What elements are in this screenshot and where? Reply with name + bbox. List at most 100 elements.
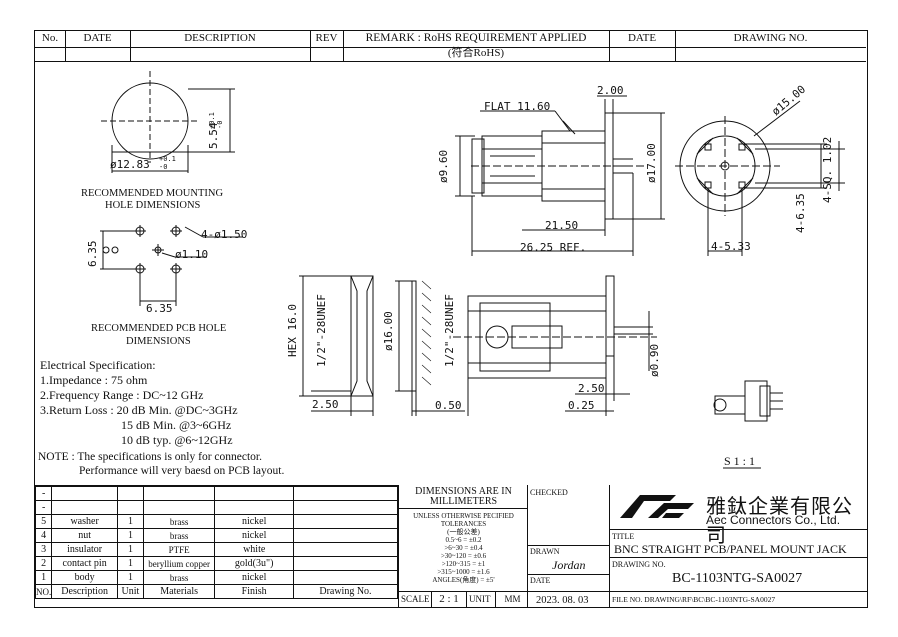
- washer-view: [395, 280, 465, 416]
- bom-finish: [214, 500, 294, 515]
- bom-no: 5: [34, 514, 53, 529]
- connector-front-view: [675, 100, 845, 256]
- dim-pcb-holes: 4-ø1.50: [201, 228, 248, 241]
- dim-len2150: 21.50: [545, 219, 579, 232]
- spec-line: 1.Impedance : 75 ohm: [40, 373, 148, 387]
- bom-no: 3: [34, 542, 53, 557]
- tol-row: 0.5~6 = ±0.2: [445, 536, 482, 544]
- bom-unit: [117, 486, 144, 501]
- dim-thread2: 1/2"-28UNEF: [443, 294, 456, 367]
- dim-w250a: 2.50: [312, 398, 339, 411]
- bom-unit: [117, 500, 144, 515]
- tol-row: >315~1000 = ±1.6: [437, 568, 490, 576]
- scale-row: SCALE 2 : 1 UNIT MM: [399, 591, 528, 608]
- tol-row: >6~30 = ±0.4: [444, 544, 483, 552]
- tolerance-block: DIMENSIONS ARE IN MILLIMETERS UNLESS OTH…: [398, 485, 528, 608]
- dim-d960: ø9.60: [437, 149, 450, 183]
- tol-row: ANGLES(角度) = ±5': [432, 576, 495, 584]
- bom-head-desc: Description: [51, 584, 118, 599]
- bom-head-drawing-no: Drawing No.: [292, 584, 399, 599]
- bom-material: brass: [142, 514, 216, 529]
- thread-hatch: [421, 280, 432, 386]
- scale-note: S 1 : 1: [724, 454, 756, 468]
- dim-thread: 1/2"-28UNEF: [315, 294, 328, 367]
- bom-no: -: [34, 486, 53, 501]
- bom-unit: 1: [117, 514, 144, 529]
- bom-unit: 1: [117, 528, 144, 543]
- bom-finish: white: [214, 542, 294, 557]
- bom-desc: contact pin: [51, 556, 118, 571]
- dim-hole-dia: ø12.83: [110, 158, 150, 171]
- dim-w250b: 2.50: [578, 382, 605, 395]
- dim-flange-t: 2.00: [597, 84, 624, 97]
- bom-drawing-no: [292, 514, 399, 529]
- bom-head-material: Materials: [142, 584, 216, 599]
- bom-head-finish: Finish: [214, 584, 294, 599]
- dim-p533: 4-5.33: [711, 240, 751, 253]
- unit-label: UNIT: [469, 594, 491, 604]
- rev-cell: [675, 47, 866, 62]
- pcb-hole-pattern: [100, 225, 243, 306]
- tol-heading: DIMENSIONS ARE IN: [415, 486, 512, 497]
- connector-side-view: [455, 95, 665, 256]
- bom-row: -: [34, 486, 399, 501]
- spec-line: 3.Return Loss : 20 dB Min. @DC~3GHz: [40, 403, 238, 417]
- bom-no: 1: [34, 570, 53, 585]
- date-value: 2023. 08. 03: [536, 595, 589, 606]
- drawing-number: BC-1103NTG-SA0027: [672, 571, 803, 586]
- dim-pcb-v: 6.35: [86, 240, 99, 268]
- bom-material: brass: [142, 528, 216, 543]
- drawing-title: BNC STRAIGHT PCB/PANEL MOUNT JACK: [614, 542, 847, 556]
- tol-sub: TOLERANCES: [440, 520, 487, 528]
- bom-finish: nickel: [214, 528, 294, 543]
- bom-no: -: [34, 500, 53, 515]
- bom-desc: [51, 500, 118, 515]
- hdr-remark: REMARK : RoHS REQUIREMENT APPLIED: [343, 31, 610, 47]
- bom-drawing-no: [292, 528, 399, 543]
- bom-desc: [51, 486, 118, 501]
- spec-line: 15 dB Min. @3~6GHz: [121, 418, 232, 432]
- mount-caption-1: RECOMMENDED MOUNTING: [81, 188, 224, 199]
- hdr-date2: DATE: [609, 31, 676, 47]
- bom-drawing-no: [292, 500, 399, 515]
- note-line: Performance will very baesd on PCB layou…: [79, 465, 285, 477]
- spec-line: 10 dB typ. @6~12GHz: [121, 433, 233, 447]
- rev-cell: [310, 47, 344, 62]
- bom-drawing-no: [292, 570, 399, 585]
- tol-row: >120~315 = ±1: [441, 560, 486, 568]
- bom-desc: washer: [51, 514, 118, 529]
- dim-hex: HEX 16.0: [286, 304, 299, 357]
- dim-flat: FLAT 11.60: [484, 100, 551, 113]
- bom-finish: [214, 486, 294, 501]
- tol-heading-2: MILLIMETERS: [399, 497, 528, 509]
- tol-sub: (一般公差): [447, 528, 480, 536]
- scale-value: 2 : 1: [431, 592, 467, 608]
- drawn-label: DRAWN: [530, 547, 560, 556]
- dim-d1700: ø17.00: [645, 143, 658, 183]
- hdr-drawing-no: DRAWING NO.: [733, 32, 808, 44]
- hdr-description: DESCRIPTION: [130, 31, 311, 47]
- dim-hole-flat-tol-up: +0.1: [208, 112, 216, 129]
- rev-cell: [130, 47, 311, 62]
- dim-d1600: ø16.00: [382, 311, 395, 351]
- date-label: DATE: [530, 576, 551, 585]
- bom-finish: gold(3u"): [214, 556, 294, 571]
- dim-hole-dia-tol-dn: -0: [159, 163, 168, 171]
- bom-desc: insulator: [51, 542, 118, 557]
- bom-desc: body: [51, 570, 118, 585]
- hex-nut-view: [299, 275, 374, 416]
- remark-text: REMARK : RoHS REQUIREMENT APPLIED: [365, 32, 587, 44]
- dim-pcb-center: ø1.10: [175, 248, 209, 261]
- bom-material: [142, 500, 216, 515]
- dim-hole-flat-tol-dn: -0: [216, 120, 224, 129]
- company-logo-icon: [620, 495, 694, 518]
- bom-head-unit: Unit: [117, 584, 144, 599]
- spec-title: Electrical Specification:: [40, 358, 156, 372]
- bom-unit: 1: [117, 542, 144, 557]
- file-number: FILE NO. DRAWING\RF\BC\BC-1103NTG-SA0027: [612, 595, 776, 604]
